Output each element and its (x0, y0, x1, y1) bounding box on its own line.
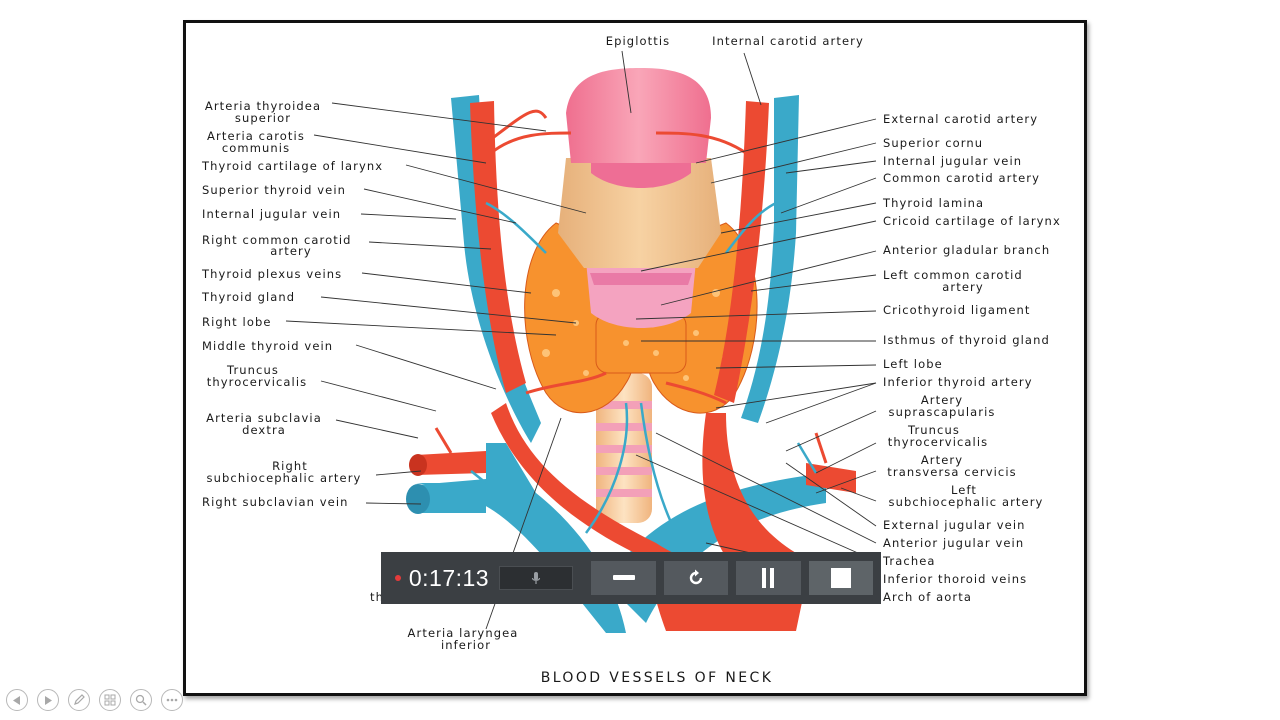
label-right-lobe: Right lobe (202, 315, 272, 329)
label-external-carotid-artery: External carotid artery (883, 112, 1038, 126)
zoom-icon (135, 694, 147, 706)
label-cricothyroid-ligament: Cricothyroid ligament (883, 303, 1031, 317)
slide-title: BLOOD VESSELS OF NECK (541, 670, 774, 686)
next-slide-button[interactable] (37, 689, 59, 711)
label-right-subchiocephalic: Right (272, 459, 308, 473)
label-superior-cornu: Superior cornu (883, 136, 983, 150)
pen-button[interactable] (68, 689, 90, 711)
label-arteria-laryngea-line2: inferior (441, 638, 491, 652)
pause-icon (762, 568, 775, 588)
leader-lines (285, 50, 877, 630)
slideshow-toolbar (6, 689, 183, 715)
more-icon (166, 698, 178, 702)
label-isthmus: Isthmus of thyroid gland (883, 333, 1050, 347)
label-internal-jugular-vein-left: Internal jugular vein (202, 207, 341, 221)
label-anterior-jugular-vein: Anterior jugular vein (883, 536, 1024, 550)
label-artery-suprascapularis-line2: suprascapularis (889, 405, 996, 419)
slides-icon (104, 694, 116, 706)
label-epiglottis: Epiglottis (606, 34, 671, 48)
recording-indicator (395, 575, 401, 581)
pause-button[interactable] (736, 561, 801, 595)
zoom-button[interactable] (130, 689, 152, 711)
stop-icon (830, 568, 851, 588)
minimize-button[interactable] (591, 561, 656, 595)
label-right-common-carotid-line2: artery (270, 244, 312, 258)
label-cricoid-cartilage: Cricoid cartilage of larynx (883, 214, 1061, 228)
recorder-bar: 0:17:13 (381, 552, 881, 604)
label-anterior-gladular-branch: Anterior gladular branch (883, 243, 1050, 257)
label-arteria-subclavia-dextra-line2: dextra (242, 423, 286, 437)
see-all-slides-button[interactable] (99, 689, 121, 711)
label-internal-carotid-artery: Internal carotid artery (712, 34, 864, 48)
label-thyroid-cartilage-of-larynx: Thyroid cartilage of larynx (201, 159, 383, 173)
labels-right: External carotid artery Superior cornu I… (882, 112, 1061, 604)
stop-button[interactable] (808, 561, 874, 595)
label-left-lobe: Left lobe (883, 357, 943, 371)
label-arteria-laryngea: Arteria laryngea (408, 626, 519, 640)
label-left-common-carotid-line2: artery (942, 280, 984, 294)
label-truncus-left: Truncus (226, 363, 279, 377)
label-partial-th: th (370, 590, 384, 604)
more-options-button[interactable] (161, 689, 183, 711)
next-icon (45, 695, 52, 705)
label-thyroid-gland: Thyroid gland (201, 290, 295, 304)
label-arteria-subclavia-dextra: Arteria subclavia (206, 411, 322, 425)
label-inferior-thoroid-veins: Inferior thoroid veins (883, 572, 1027, 586)
label-artery-transversa-line2: transversa cervicis (887, 465, 1016, 479)
pen-icon (74, 694, 85, 705)
label-right-common-carotid: Right common carotid (202, 233, 352, 247)
label-right-subchiocephalic-line2: subchiocephalic artery (207, 471, 362, 485)
recording-timer: 0:17:13 (408, 564, 490, 591)
label-thyroid-plexus-veins: Thyroid plexus veins (201, 267, 342, 281)
label-artery-suprascapularis: Artery (921, 393, 963, 407)
prev-slide-button[interactable] (6, 689, 28, 711)
label-common-carotid-artery: Common carotid artery (883, 171, 1040, 185)
label-truncus-right: Truncus (907, 423, 960, 437)
label-truncus-left-line2: thyrocervicalis (207, 375, 308, 389)
mic-level[interactable] (499, 566, 574, 590)
label-middle-thyroid-vein: Middle thyroid vein (202, 339, 333, 353)
label-left-subchiocephalic-line2: subchiocephalic artery (889, 495, 1044, 509)
restart-button[interactable] (663, 561, 729, 595)
label-internal-jugular-vein-right: Internal jugular vein (883, 154, 1022, 168)
label-external-jugular-vein: External jugular vein (883, 518, 1026, 532)
label-trachea: Trachea (882, 554, 936, 568)
label-truncus-right-line2: thyrocervicalis (888, 435, 989, 449)
prev-icon (13, 695, 20, 705)
label-arch-of-aorta: Arch of aorta (883, 590, 972, 604)
anatomy-art (406, 68, 856, 633)
label-superior-thyroid-vein: Superior thyroid vein (202, 183, 346, 197)
label-artery-transversa: Artery (921, 453, 963, 467)
label-right-subclavian-vein: Right subclavian vein (202, 495, 349, 509)
microphone-icon (532, 572, 541, 584)
label-left-subchiocephalic: Left (951, 483, 977, 497)
label-left-common-carotid: Left common carotid (883, 268, 1023, 282)
label-inferior-thyroid-artery: Inferior thyroid artery (883, 375, 1033, 389)
refresh-icon (689, 569, 703, 585)
minus-icon (612, 575, 635, 580)
label-thyroid-lamina: Thyroid lamina (882, 196, 984, 210)
